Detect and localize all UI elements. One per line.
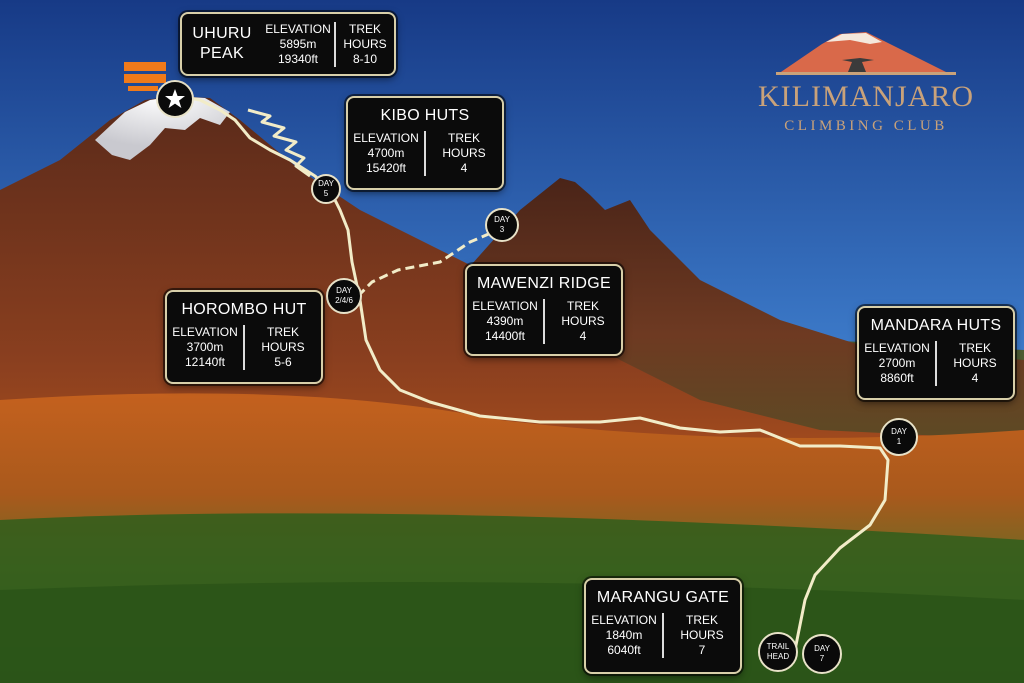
summit-marker[interactable] [156, 80, 194, 118]
trek-label-1: TREK [348, 21, 381, 36]
elevation-column: ELEVATION 1840m 6040ft [586, 613, 662, 658]
elevation-m: 5895m [279, 36, 317, 51]
marker-line2: 5 [323, 189, 329, 198]
elevation-m: 3700m [186, 340, 224, 354]
brand-title: KILIMANJARO [758, 80, 974, 113]
trek-hours: 4 [460, 161, 468, 175]
marker-line1: DAY [891, 427, 907, 436]
marker-line1: DAY [318, 179, 334, 188]
marker-line2: HEAD [766, 652, 790, 661]
trail-mawenzi-spur [356, 228, 499, 298]
elevation-column: ELEVATION 3700m 12140ft [167, 325, 243, 370]
trek-label-1: TREK [447, 131, 480, 145]
trek-label-2: HOURS [442, 146, 486, 160]
trek-hours-column: TREK HOURS 4 [424, 131, 502, 176]
trek-hours-column: TREK HOURS 4 [935, 341, 1013, 386]
trek-label-2: HOURS [343, 36, 387, 51]
trek-label-2: HOURS [561, 314, 605, 328]
marker-line2: 3 [499, 225, 505, 234]
elevation-m: 1840m [605, 628, 643, 642]
marker-line1: DAY [494, 215, 510, 224]
trek-hours-column: TREK HOURS 4 [543, 299, 621, 344]
card-title: MAWENZI RIDGE [477, 275, 611, 292]
day-3-marker[interactable]: DAY 3 [485, 208, 519, 242]
trek-label-2: HOURS [680, 628, 724, 642]
card-title: MANDARA HUTS [870, 317, 1002, 334]
brand-subtitle: CLIMBING CLUB [784, 118, 948, 134]
trek-hours: 5-6 [274, 355, 292, 369]
card-title: UHURU PEAK [182, 24, 262, 64]
elevation-ft: 8860ft [880, 371, 914, 385]
card-title: KIBO HUTS [380, 107, 470, 124]
mandara-huts-card[interactable]: MANDARA HUTS ELEVATION 2700m 8860ft TREK… [857, 306, 1015, 400]
trailhead-marker[interactable]: TRAIL HEAD [758, 632, 798, 672]
trek-hours-column: TREK HOURS 5-6 [243, 325, 321, 370]
elevation-ft: 19340ft [277, 51, 319, 66]
horombo-hut-card[interactable]: HOROMBO HUT ELEVATION 3700m 12140ft TREK… [165, 290, 323, 384]
trek-hours: 4 [971, 371, 979, 385]
marker-line1: DAY [336, 286, 352, 295]
card-stats: ELEVATION 2700m 8860ft TREK HOURS 4 [859, 341, 1013, 386]
trek-hours: 4 [579, 329, 587, 343]
elevation-ft: 15420ft [365, 161, 407, 175]
elevation-column: ELEVATION 4390m 14400ft [467, 299, 543, 344]
card-title: HOROMBO HUT [181, 301, 307, 318]
title-line1: UHURU [192, 25, 252, 42]
elevation-label: ELEVATION [265, 21, 331, 36]
logo-emblem [776, 32, 956, 75]
trek-hours-column: TREK HOURS 8-10 [334, 21, 394, 67]
marker-line1: TRAIL [766, 642, 790, 651]
marangu-gate-card[interactable]: MARANGU GATE ELEVATION 1840m 6040ft TREK… [584, 578, 742, 674]
elevation-column: ELEVATION 5895m 19340ft [262, 22, 334, 67]
trail-main [177, 94, 890, 651]
star-icon [165, 89, 185, 108]
card-stats: ELEVATION 1840m 6040ft TREK HOURS 7 [586, 613, 740, 658]
card-stats: ELEVATION 4700m 15420ft TREK HOURS 4 [348, 131, 502, 176]
elevation-column: ELEVATION 4700m 15420ft [348, 131, 424, 176]
marker-line2: 1 [896, 437, 902, 446]
trek-label-1: TREK [685, 613, 718, 627]
trek-label-2: HOURS [261, 340, 305, 354]
trek-label-1: TREK [266, 325, 299, 339]
summit-flag [124, 62, 166, 91]
elevation-label: ELEVATION [591, 613, 657, 627]
uhuru-peak-card[interactable]: UHURU PEAK ELEVATION 5895m 19340ft TREK … [180, 12, 396, 76]
elevation-label: ELEVATION [864, 341, 930, 355]
card-stats: ELEVATION 4390m 14400ft TREK HOURS 4 [467, 299, 621, 344]
day-5-marker[interactable]: DAY 5 [311, 174, 341, 204]
marker-line2: 7 [819, 654, 825, 663]
elevation-label: ELEVATION [472, 299, 538, 313]
trail-summit-switchbacks [247, 108, 311, 178]
trek-label-1: TREK [958, 341, 991, 355]
marker-line1: DAY [814, 644, 830, 653]
trek-hours: 8-10 [352, 51, 378, 66]
elevation-m: 2700m [878, 356, 916, 370]
kibo-huts-card[interactable]: KIBO HUTS ELEVATION 4700m 15420ft TREK H… [346, 96, 504, 190]
elevation-ft: 6040ft [607, 643, 641, 657]
trek-label-2: HOURS [953, 356, 997, 370]
snow-cap [95, 96, 230, 160]
trek-label-1: TREK [566, 299, 599, 313]
day-1-marker[interactable]: DAY 1 [880, 418, 918, 456]
elevation-ft: 14400ft [484, 329, 526, 343]
trek-hours: 7 [698, 643, 706, 657]
trek-hours-column: TREK HOURS 7 [662, 613, 740, 658]
card-stats: ELEVATION 3700m 12140ft TREK HOURS 5-6 [167, 325, 321, 370]
day-2-4-6-marker[interactable]: DAY 2/4/6 [326, 278, 362, 314]
elevation-ft: 12140ft [184, 355, 226, 369]
day-7-marker[interactable]: DAY 7 [802, 634, 842, 674]
marker-line2: 2/4/6 [335, 296, 353, 305]
elevation-m: 4390m [486, 314, 524, 328]
mawenzi-ridge-card[interactable]: MAWENZI RIDGE ELEVATION 4390m 14400ft TR… [465, 264, 623, 356]
elevation-column: ELEVATION 2700m 8860ft [859, 341, 935, 386]
title-line2: PEAK [200, 45, 244, 62]
elevation-label: ELEVATION [353, 131, 419, 145]
elevation-label: ELEVATION [172, 325, 238, 339]
elevation-m: 4700m [367, 146, 405, 160]
card-title: MARANGU GATE [596, 589, 730, 606]
